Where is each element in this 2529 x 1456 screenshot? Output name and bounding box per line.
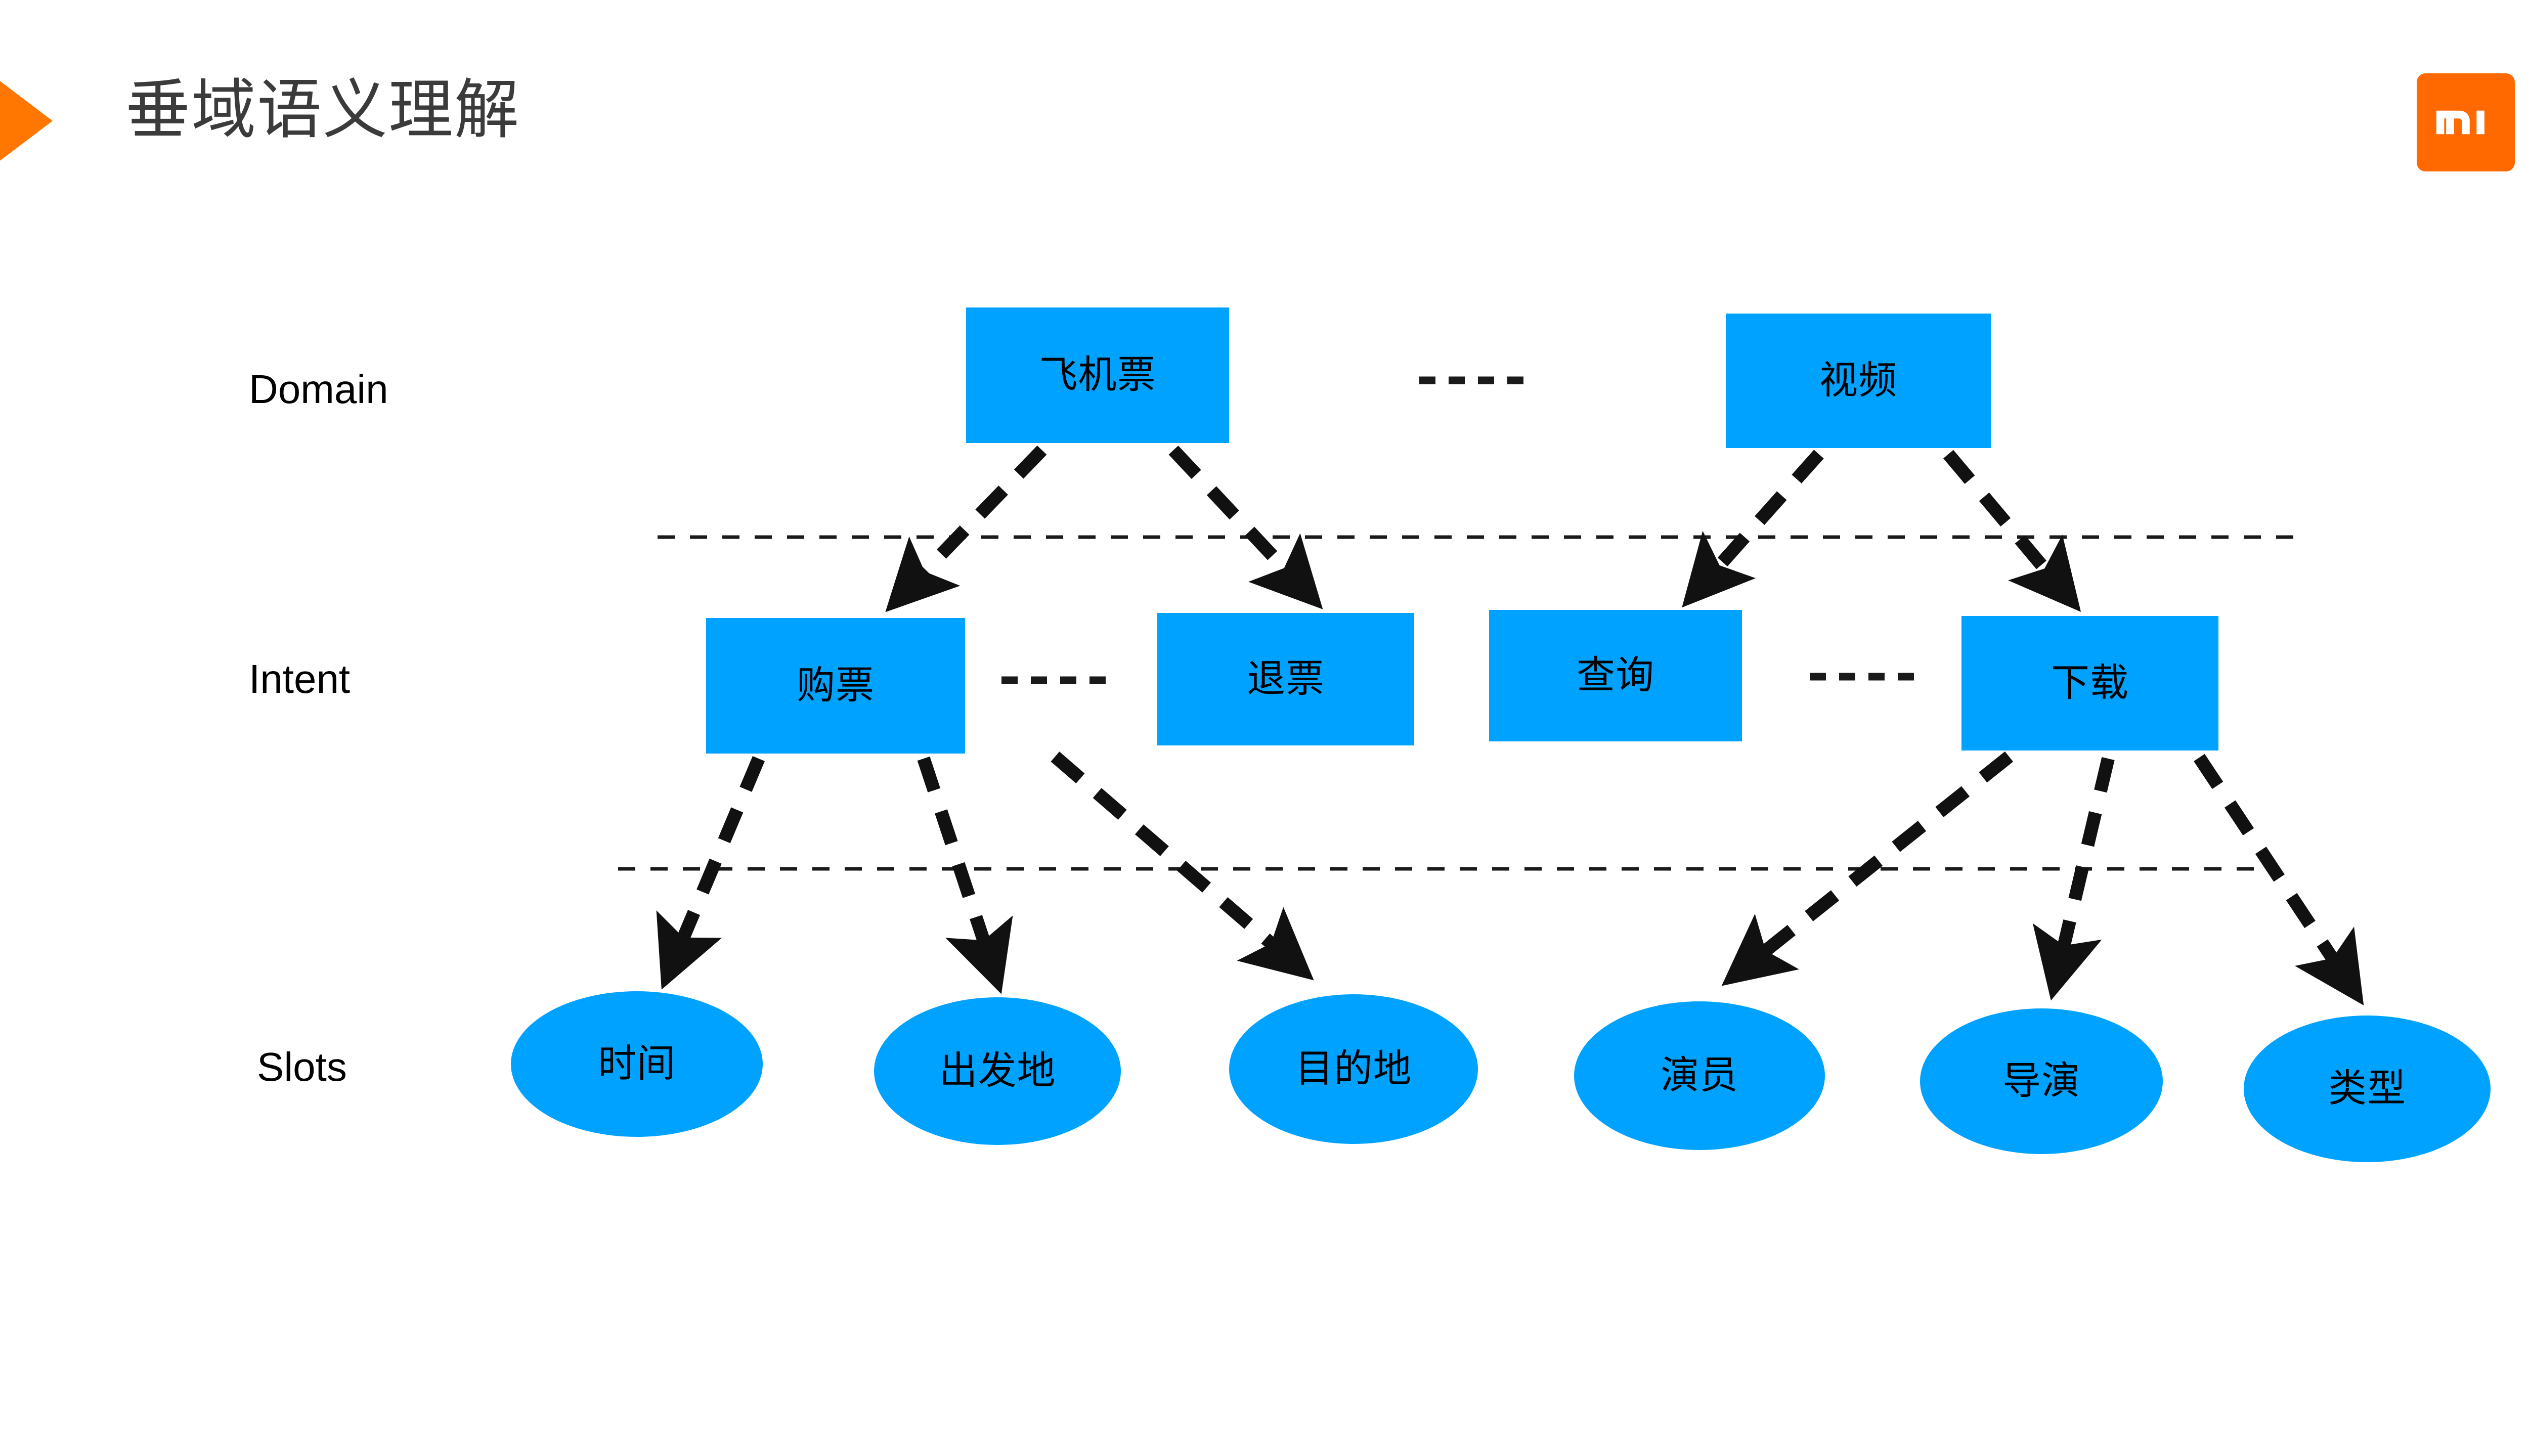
title-marker-triangle-icon <box>0 66 53 176</box>
page-title: 垂域语义理解 <box>125 74 520 146</box>
edge-buy-to-destination <box>1051 752 1314 981</box>
slot-node-actor[interactable]: 演员 <box>1574 1001 1825 1150</box>
edge-buy-to-origin <box>917 756 1013 994</box>
intent-node-buy-ticket[interactable]: 购票 <box>706 618 965 754</box>
slot-node-origin[interactable]: 出发地 <box>874 997 1121 1145</box>
edge-flight-to-refund <box>1168 446 1323 609</box>
intent-node-refund-ticket[interactable]: 退票 <box>1157 613 1414 745</box>
edge-download-to-genre <box>2194 754 2364 1005</box>
edge-download-to-actor <box>1721 751 2014 986</box>
edge-buy-to-time <box>656 756 765 990</box>
domain-node-flight-ticket[interactable]: 飞机票 <box>966 307 1229 443</box>
intent-node-download[interactable]: 下载 <box>1961 616 2218 751</box>
slot-node-genre[interactable]: 类型 <box>2244 1016 2491 1162</box>
slot-node-director[interactable]: 导演 <box>1920 1008 2163 1154</box>
edge-video-to-query <box>1682 450 1824 608</box>
slot-node-destination[interactable]: 目的地 <box>1229 994 1478 1144</box>
row-label-domain: Domain <box>249 367 388 412</box>
slot-node-time[interactable]: 时间 <box>511 991 763 1137</box>
domain-node-video[interactable]: 视频 <box>1726 314 1991 448</box>
xiaomi-mi-logo <box>2417 73 2515 171</box>
intent-node-query[interactable]: 查询 <box>1489 610 1742 741</box>
row-label-slots: Slots <box>257 1044 347 1089</box>
edge-video-to-download <box>1943 450 2081 612</box>
row-label-intent: Intent <box>249 656 351 701</box>
edge-flight-to-buy <box>885 445 1047 612</box>
edge-download-to-director <box>2032 757 2115 1001</box>
